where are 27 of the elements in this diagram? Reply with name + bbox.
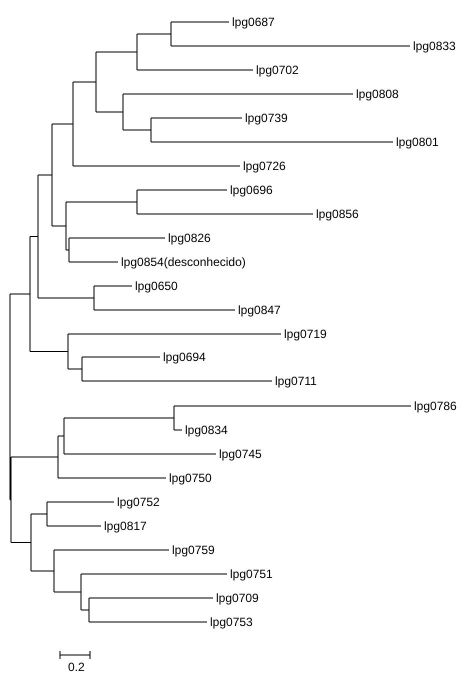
leaf-label: lpg0696 [230,183,273,197]
leaf-label: lpg0745 [219,447,262,461]
leaf-label: lpg0752 [117,495,160,509]
leaf-label: lpg0702 [256,63,299,77]
leaf-label: lpg0753 [210,615,253,629]
leaf-label: lpg0856 [316,207,359,221]
leaf-label: lpg0711 [275,374,317,388]
leaf-label: lpg0808 [356,87,399,101]
leaf-label: lpg0739 [245,111,288,125]
leaf-label: lpg0834 [185,423,228,437]
leaf-label: lpg0719 [284,327,327,341]
leaf-label: lpg0817 [104,519,147,533]
leaf-label: lpg0650 [135,279,178,293]
leaf-label: lpg0751 [230,567,273,581]
leaf-label: lpg0833 [413,39,456,53]
leaf-label: lpg0847 [238,303,281,317]
leaf-label: lpg0726 [243,159,286,173]
scale-bar-label: 0.2 [68,660,85,674]
leaf-label: lpg0826 [168,231,211,245]
leaf-label: lpg0759 [172,543,215,557]
leaf-label: lpg0854(desconhecido) [121,255,246,269]
leaf-label: lpg0687 [232,15,275,29]
leaf-label: lpg0750 [169,471,212,485]
leaf-label: lpg0694 [163,350,206,364]
leaf-label: lpg0709 [216,591,259,605]
leaf-label: lpg0801 [396,135,439,149]
leaf-label: lpg0786 [414,399,457,413]
